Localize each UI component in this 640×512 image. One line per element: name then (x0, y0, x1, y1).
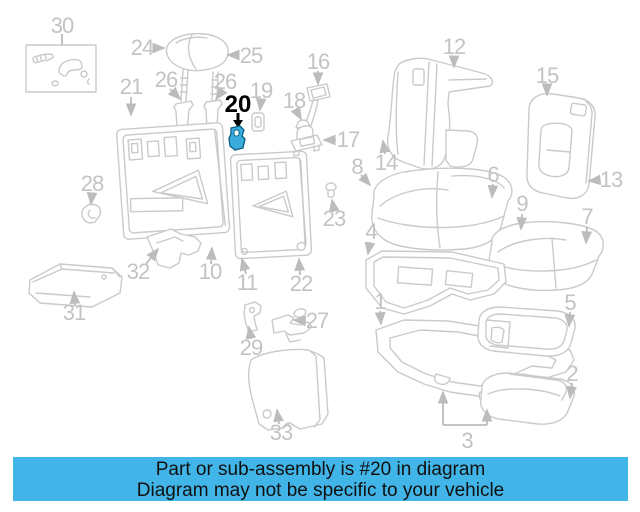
callout-31: 31 (62, 300, 87, 325)
callout-20-highlighted: 20 (224, 91, 252, 118)
callout-2: 2 (566, 361, 578, 386)
part-clip-28 (81, 203, 102, 224)
part-tray-pad-5 (477, 306, 576, 357)
callout-14: 14 (374, 150, 399, 175)
callout-arrows (61, 34, 602, 426)
callout-6: 6 (487, 162, 499, 187)
part-clip-23 (325, 182, 337, 198)
part-hardware-kit (25, 44, 97, 93)
part-armrest-31 (28, 263, 123, 308)
callout-3: 3 (461, 428, 473, 453)
callout-8: 8 (351, 154, 363, 179)
banner-line2: Diagram may not be specific to your vehi… (136, 480, 505, 501)
callout-17: 17 (336, 127, 361, 152)
part-hinge-bracket-32 (146, 228, 202, 269)
callout-26-right: 26 (213, 69, 238, 94)
callout-15: 15 (535, 63, 560, 88)
callout-25: 25 (239, 43, 264, 68)
callout-28: 28 (80, 171, 105, 196)
callout-30: 30 (50, 13, 75, 38)
part-hook-29 (243, 301, 262, 333)
callout-24: 24 (130, 35, 155, 60)
callout-29: 29 (239, 335, 264, 360)
part-seatback-frame-right (229, 150, 313, 260)
part-clamp-3a (433, 373, 451, 386)
note-banner: Part or sub-assembly is #20 in diagram D… (13, 457, 628, 501)
arrow-20 (233, 120, 243, 128)
callout-18: 18 (282, 88, 307, 113)
part-grommet-19 (251, 112, 265, 132)
part-board-4 (365, 250, 507, 315)
callout-22: 22 (289, 271, 314, 296)
part-pad-2 (480, 372, 576, 425)
part-mount-17 (290, 125, 323, 157)
callout-19: 19 (249, 78, 274, 103)
part-20-highlighted (228, 113, 246, 151)
callout-13: 13 (599, 167, 624, 192)
part-side-shield-33 (248, 348, 329, 431)
part-seatback-frame-left (115, 122, 231, 240)
callout-32: 32 (126, 259, 151, 284)
callout-16: 16 (306, 49, 331, 74)
callout-11: 11 (236, 270, 259, 295)
callout-1: 1 (374, 289, 386, 314)
callout-9: 9 (516, 191, 528, 216)
callout-7: 7 (581, 204, 593, 229)
part-seatback-15 (526, 92, 596, 200)
callout-12: 12 (442, 34, 467, 59)
banner-line1: Part or sub-assembly is #20 in diagram (155, 459, 486, 480)
part-seatback-cover-12 (386, 57, 494, 170)
callout-33: 33 (269, 420, 294, 445)
seat-parts-diagram (25, 32, 604, 431)
part-cushion-8-6 (371, 167, 513, 251)
callout-4: 4 (365, 219, 377, 244)
part-side-band-13 (585, 101, 593, 184)
callout-5: 5 (564, 290, 576, 315)
part-headrest (165, 32, 229, 72)
callout-27: 27 (305, 308, 330, 333)
callout-26-left: 26 (154, 67, 179, 92)
callout-21: 21 (119, 74, 144, 99)
callout-23: 23 (322, 206, 347, 231)
callout-10: 10 (198, 259, 223, 284)
